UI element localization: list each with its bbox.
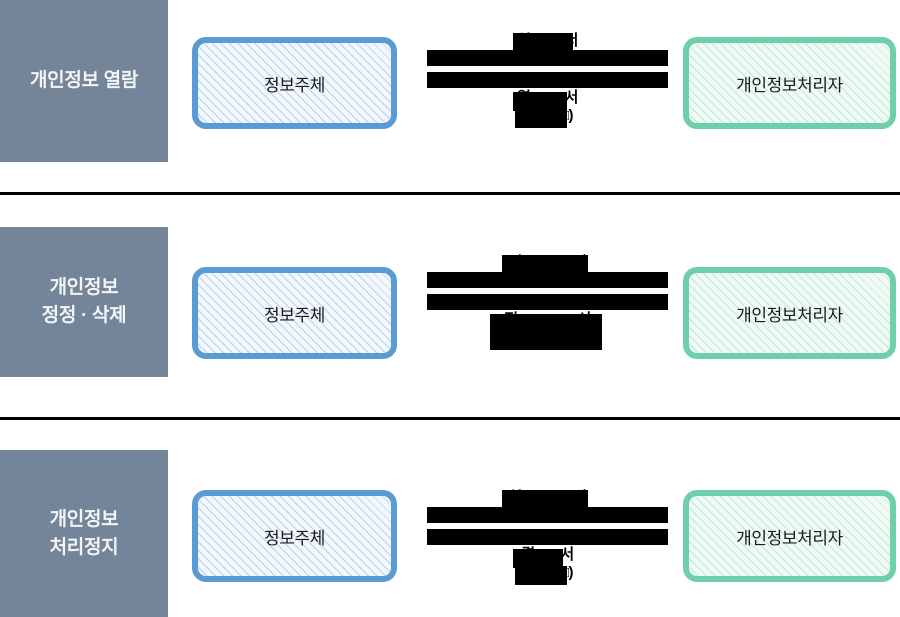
actor-box-data-subject: 정보주체 — [192, 37, 397, 129]
response-arrow-redacted-correction-deletion — [427, 294, 668, 311]
section-label-panel-access: 개인정보 열람 — [0, 0, 168, 162]
request-arrow-redacted-processing-suspension — [427, 507, 668, 524]
redaction-bar-response-caption-line1 — [513, 549, 563, 569]
section-label-text: 개인정보 처리정지 — [49, 508, 119, 558]
actor-label-data-subject: 정보주체 — [264, 528, 325, 548]
section-personal-data-processing-suspension: 개인정보 처리정지 정보주체 처□□□□□□서 결□□□서 (1□□□□) 개인… — [0, 419, 900, 617]
section-divider-1 — [0, 192, 900, 195]
actor-label-data-controller: 개인정보처리자 — [736, 528, 843, 548]
redaction-bar-request-caption — [513, 33, 573, 53]
redaction-bar-request-caption — [502, 490, 588, 510]
section-label-panel-processing-suspension: 개인정보 처리정지 — [0, 450, 168, 617]
actor-box-data-subject: 정보주체 — [192, 267, 397, 359]
request-arrow-redacted-access — [427, 50, 668, 67]
hatch-pattern-icon — [198, 273, 391, 353]
actor-label-data-subject: 정보주체 — [264, 305, 325, 325]
actor-box-data-subject: 정보주체 — [192, 490, 397, 582]
section-personal-data-correction-deletion: 개인정보 정정 · 삭제 정보주체 정□□□□□□서 정□□□□□□□서 개인정… — [0, 194, 900, 419]
request-caption-wrapper: 처□□□□□□서 — [410, 489, 685, 510]
redaction-bar-response-caption — [490, 314, 602, 351]
flow-group-access: 열□□□□서 열□□□□서 (1□□□□) — [410, 32, 685, 129]
hatch-pattern-icon — [689, 496, 890, 576]
actor-label-data-controller: 개인정보처리자 — [736, 305, 843, 325]
section-label-text: 개인정보 열람 — [29, 70, 139, 92]
actor-box-data-controller: 개인정보처리자 — [683, 37, 896, 129]
hatch-pattern-icon — [689, 273, 890, 353]
response-caption-wrapper: 결□□□서 (1□□□□) — [410, 546, 685, 586]
section-divider-2 — [0, 417, 900, 420]
request-arrow-redacted-correction-deletion — [427, 272, 668, 289]
redaction-bar-response-caption-line1 — [513, 92, 567, 112]
redaction-bar-response-caption-line2 — [515, 109, 567, 129]
section-label-panel-correction-deletion: 개인정보 정정 · 삭제 — [0, 227, 168, 377]
actor-label-data-subject: 정보주체 — [264, 75, 325, 95]
flow-group-correction-deletion: 정□□□□□□서 정□□□□□□□서 — [410, 254, 685, 351]
hatch-pattern-icon — [689, 43, 890, 123]
response-caption-wrapper: 정□□□□□□□서 — [410, 311, 685, 351]
response-caption-wrapper: 열□□□□서 (1□□□□) — [410, 89, 685, 129]
section-label-text: 개인정보 정정 · 삭제 — [41, 277, 127, 326]
actor-box-data-controller: 개인정보처리자 — [683, 267, 896, 359]
flow-group-processing-suspension: 처□□□□□□서 결□□□서 (1□□□□) — [410, 489, 685, 586]
request-caption-wrapper: 열□□□□서 — [410, 32, 685, 53]
request-caption-wrapper: 정□□□□□□서 — [410, 254, 685, 275]
response-arrow-redacted-access — [427, 72, 668, 89]
redaction-bar-response-caption-line2 — [515, 566, 567, 586]
redaction-bar-request-caption — [502, 255, 588, 275]
hatch-pattern-icon — [198, 496, 391, 576]
actor-box-data-controller: 개인정보처리자 — [683, 490, 896, 582]
section-personal-data-access: 개인정보 열람 정보주체 열□□□□서 열□□□□서 (1□□□□) 개인정보처… — [0, 0, 900, 194]
response-arrow-redacted-processing-suspension — [427, 529, 668, 546]
hatch-pattern-icon — [198, 43, 391, 123]
actor-label-data-controller: 개인정보처리자 — [736, 75, 843, 95]
